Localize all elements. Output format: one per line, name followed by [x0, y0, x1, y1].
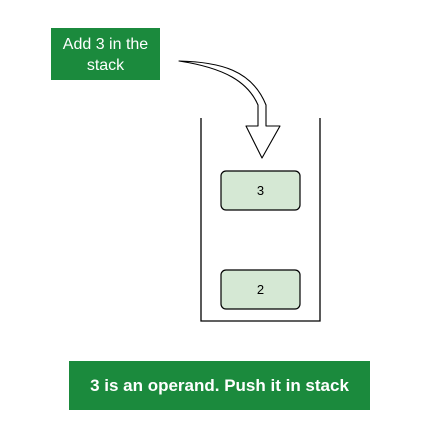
stack-item-3-value: 3 — [257, 183, 264, 198]
push-arrow — [178, 60, 281, 159]
explanation-label: 3 is an operand. Push it in stack — [69, 361, 370, 410]
stack-item-3: 3 — [220, 170, 301, 211]
stack-container — [200, 118, 321, 322]
action-label-line-1: Add 3 in the — [62, 36, 149, 53]
action-label-line-2: stack — [86, 57, 125, 74]
stack-item-2: 2 — [220, 269, 301, 310]
stack-item-3-box — [220, 170, 301, 211]
action-label: Add 3 in the stack — [51, 28, 160, 80]
stack-item-2-box — [220, 269, 301, 310]
stack-item-2-value: 2 — [257, 282, 264, 297]
